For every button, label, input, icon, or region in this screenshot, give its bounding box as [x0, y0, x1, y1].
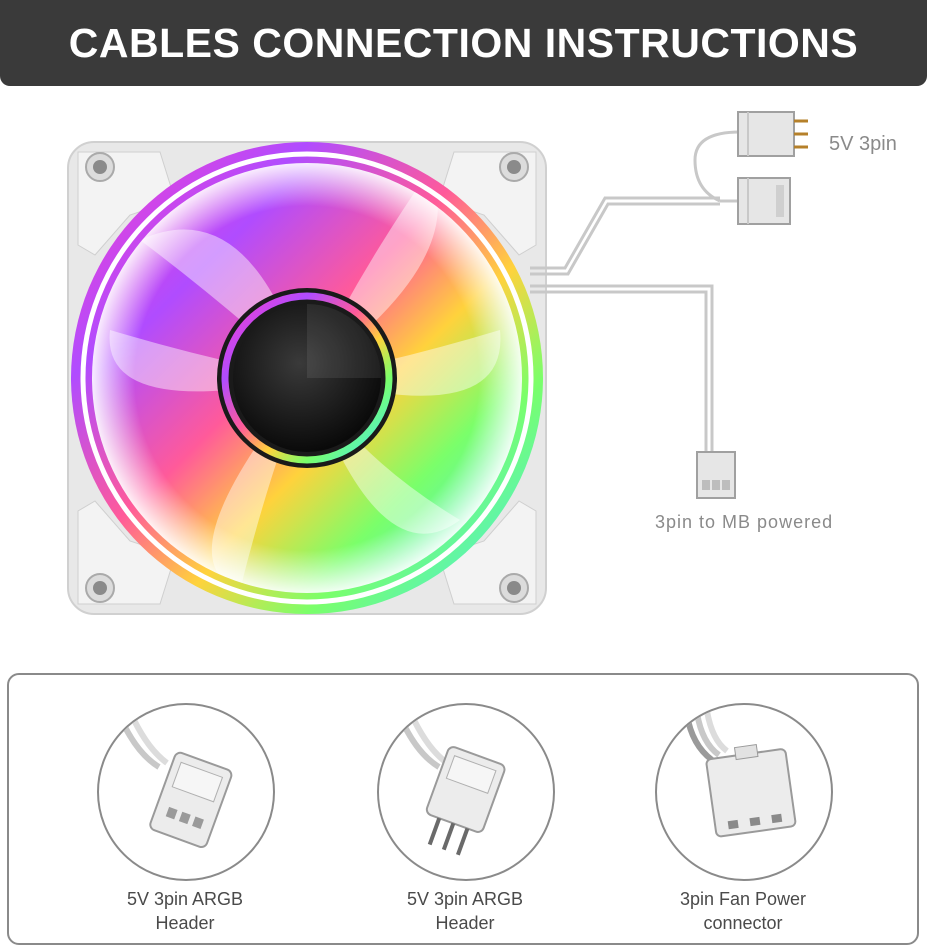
fan-diagram: [67, 111, 808, 615]
page-title: CABLES CONNECTION INSTRUCTIONS: [68, 19, 859, 66]
argb-female-header-icon: [97, 703, 275, 881]
rgb-fan-rotor: [71, 142, 543, 614]
connector-label-2: 5V 3pin ARGB Header: [406, 889, 524, 933]
title-banner: CABLES CONNECTION INSTRUCTIONS: [0, 0, 927, 86]
label-5v-3pin: 5V 3pin: [829, 133, 897, 155]
argb-male-header-icon: [377, 703, 555, 881]
connector-legend-panel: 5V 3pin ARGB Header 5V 3pin ARGB Header: [7, 673, 919, 945]
fan-power-connector-icon: [655, 703, 833, 881]
mb-power-plug-icon: [696, 451, 736, 499]
fan-cables: [530, 130, 741, 452]
connector-label-3: 3pin Fan Power connector: [679, 889, 807, 933]
argb-female-plug-icon: [737, 177, 791, 225]
screw-hole-icon: [85, 152, 529, 603]
connector-label-1: 5V 3pin ARGB Header: [126, 889, 244, 933]
argb-male-plug-icon: [737, 111, 808, 157]
label-mb-powered: 3pin to MB powered: [655, 512, 834, 532]
